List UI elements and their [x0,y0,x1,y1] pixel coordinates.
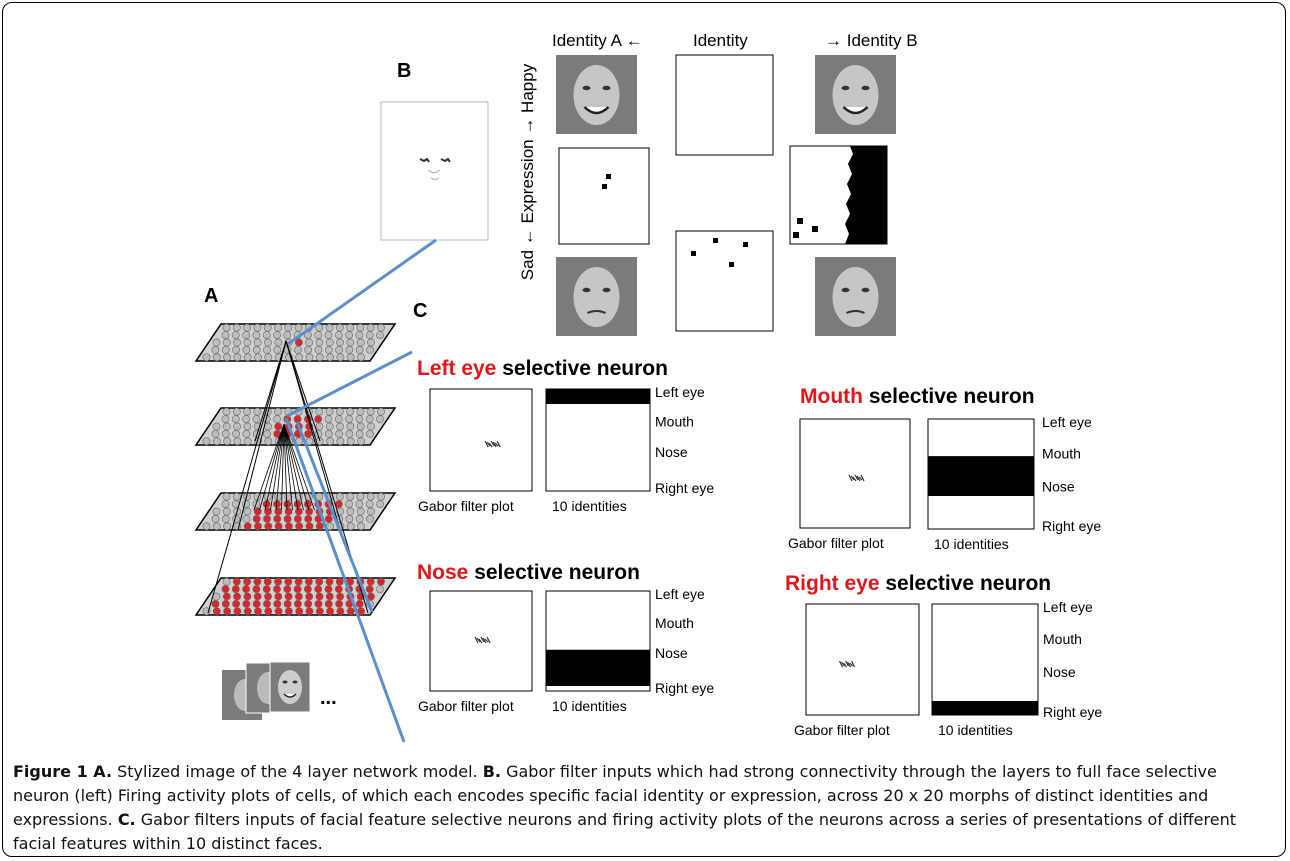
identity-activity-plot [931,603,1039,716]
caption-part-c-text: Gabor filters inputs of facial feature s… [13,810,1236,853]
gabor-filter-plot [429,388,533,492]
neuron-title-highlight: Nose [417,561,468,584]
feature-label: Nose [1043,664,1076,680]
neuron-title-rest: selective neuron [880,572,1052,595]
gabor-filter-label: Gabor filter plot [418,698,514,714]
neuron-title-highlight: Mouth [800,385,863,408]
gabor-filter-plot [799,418,911,529]
network-layer-4 [194,577,397,616]
feature-label: Left eye [655,384,705,400]
caption-part-c-bold: C. [117,810,136,829]
active-feature-band [932,701,1038,715]
feature-label: Right eye [1042,518,1101,534]
svg-text:Nose selective neuron: Nose selective neuron [417,561,640,584]
network-connections [207,340,369,614]
identities-label: 10 identities [552,498,627,514]
network-layer-3 [194,492,397,531]
firing-plot-identity-happy [675,54,774,156]
network-layer-1 [194,323,397,362]
connection-callouts [284,238,437,743]
face-identity-a-happy [556,55,637,134]
firing-plot-identity-sad [675,230,774,332]
active-feature-band [546,389,650,404]
caption-part-b-bold: B. [482,762,501,781]
neuron-title-rest: selective neuron [468,561,640,584]
firing-plot-identity-b-expression [789,145,888,245]
panel-label-b: B [397,60,411,82]
active-feature-band [546,649,650,686]
neuron-title-highlight: Left eye [417,357,496,380]
gabor-filter-label: Gabor filter plot [418,498,514,514]
feature-label: Left eye [655,586,705,602]
caption-label: Figure 1 [13,762,88,781]
identities-label: 10 identities [552,698,627,714]
gabor-filter-label: Gabor filter plot [788,535,884,551]
expression-axis-label: Sad ← Expression → Happy [518,63,537,280]
caption-part-a-bold: A. [87,762,113,781]
gabor-filter-label: Gabor filter plot [794,722,890,738]
feature-label: Right eye [655,680,714,696]
neuron-title-highlight: Right eye [785,572,880,595]
identity-a-label: Identity A ← [552,31,643,50]
svg-text:Left eye selective neuron: Left eye selective neuron [417,357,668,380]
panel-label-a: A [204,285,218,307]
identity-label: Identity [693,31,748,50]
identity-activity-plot [545,388,651,492]
feature-label: Mouth [1042,446,1081,462]
svg-text:Mouth selective neuron: Mouth selective neuron [800,385,1035,408]
network-layer-2 [194,407,397,446]
face-identity-b-sad [815,257,896,336]
identities-label: 10 identities [938,722,1013,738]
feature-label: Mouth [655,413,694,429]
firing-plot-identity-a-expression [558,147,650,245]
figure-caption: Figure 1 A. Stylized image of the 4 laye… [13,760,1275,856]
neuron-title-rest: selective neuron [496,357,668,380]
panel-label-c: C [413,300,427,322]
figure-graphic: B A C Identity A ← Identity → Identity B… [194,31,1102,743]
identities-label: 10 identities [934,536,1009,552]
stack-ellipsis: ... [320,687,337,709]
gabor-filter-plot [805,603,920,716]
face-identity-a-sad [556,257,637,336]
face-identity-b-happy [815,55,896,134]
network-model-panel-a [194,238,437,743]
feature-label: Nose [655,444,688,460]
svg-text:Right eye selective neuron: Right eye selective neuron [785,572,1051,595]
active-feature-band [928,456,1034,496]
feature-label: Nose [655,645,688,661]
input-face-stack [222,661,311,720]
feature-label: Right eye [1043,704,1102,720]
caption-part-b-text: Gabor filter inputs which had strong con… [13,762,1217,829]
identity-b-label: → Identity B [825,31,918,50]
feature-label: Left eye [1043,599,1093,615]
panel-b-gabor-plot [380,101,489,241]
caption-part-a-text: Stylized image of the 4 layer network mo… [112,762,483,781]
neuron-title-rest: selective neuron [863,385,1035,408]
feature-label: Mouth [1043,631,1082,647]
feature-label: Nose [1042,479,1075,495]
feature-label: Left eye [1042,414,1092,430]
feature-label: Mouth [655,615,694,631]
feature-label: Right eye [655,480,714,496]
